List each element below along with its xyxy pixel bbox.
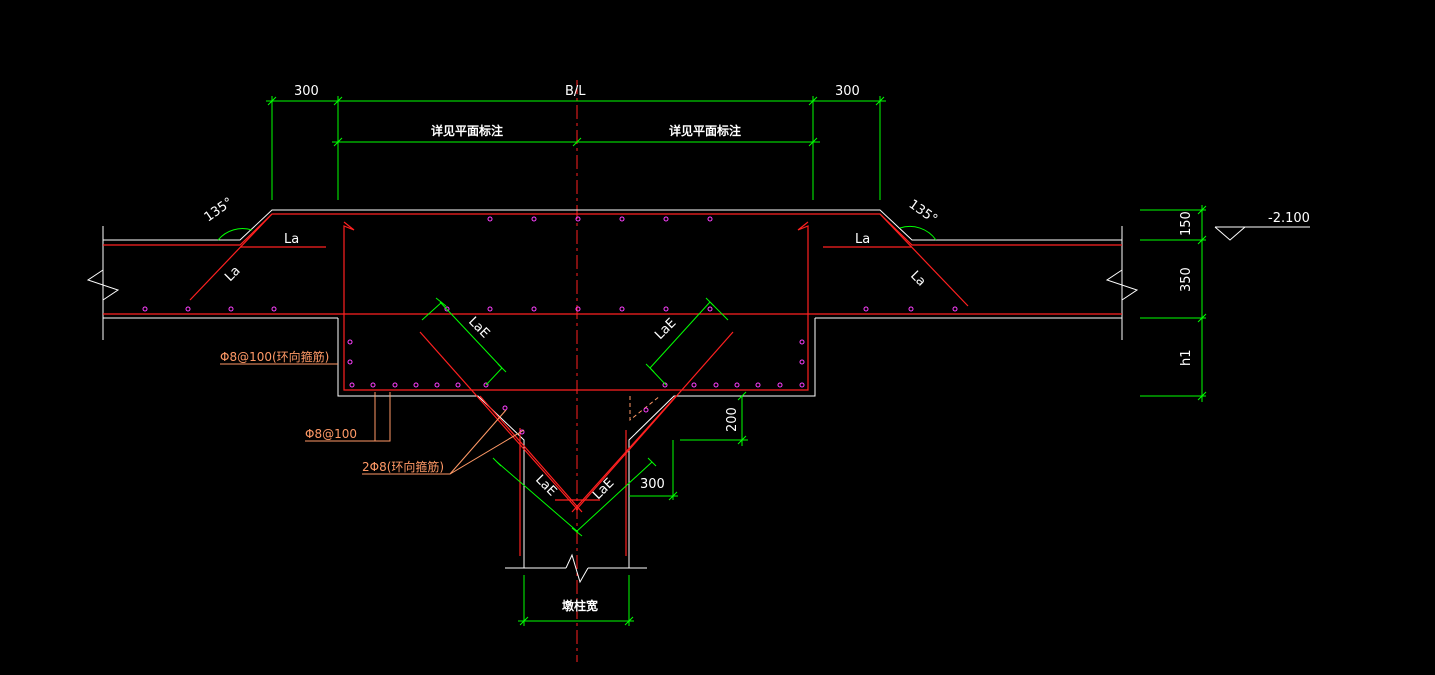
note-right: 详见平面标注 bbox=[669, 123, 741, 138]
note-left: 详见平面标注 bbox=[431, 123, 503, 138]
rebar-lines bbox=[103, 213, 1122, 556]
annotation-leaders bbox=[220, 363, 525, 475]
dim-label-300-left: 300 bbox=[294, 84, 319, 99]
dim-label-300-right: 300 bbox=[835, 84, 860, 99]
la-label-right-d: La bbox=[907, 268, 928, 289]
dim-label-300-low: 300 bbox=[640, 477, 665, 492]
break-symbol-bottom bbox=[565, 553, 589, 584]
break-symbol-left bbox=[86, 269, 120, 301]
break-symbol-right bbox=[1105, 269, 1139, 301]
elev-label-150: 150 bbox=[1179, 211, 1194, 236]
pier-width-label: 墩柱宽 bbox=[562, 598, 598, 613]
elevation-marker bbox=[1214, 226, 1310, 241]
angle-label-left: 135° bbox=[202, 195, 236, 225]
lae-label-lower-right: LaE bbox=[590, 476, 617, 503]
lae-label-upper-left: LaE bbox=[465, 314, 492, 341]
dim-label-200: 200 bbox=[725, 407, 740, 432]
rebar-dashed bbox=[629, 395, 661, 422]
la-label-right-h: La bbox=[855, 232, 870, 247]
elev-label-350: 350 bbox=[1179, 267, 1194, 292]
bar-note: Φ8@100 bbox=[305, 427, 357, 441]
angle-label-right: 135° bbox=[906, 197, 940, 227]
dimension-lines bbox=[217, 96, 1207, 626]
elev-label-h1: h1 bbox=[1179, 349, 1194, 366]
ring-note: 2Φ8(环向箍筋) bbox=[362, 459, 444, 474]
stirrup-note: Φ8@100(环向箍筋) bbox=[220, 349, 329, 364]
rebar-dots bbox=[142, 216, 958, 435]
la-label-left-d: La bbox=[222, 263, 243, 284]
concrete-outline bbox=[102, 209, 1123, 569]
la-label-left-h: La bbox=[284, 232, 299, 247]
dim-label-bl: B/L bbox=[565, 84, 586, 99]
elevation-label: -2.100 bbox=[1268, 211, 1310, 226]
lae-label-upper-right: LaE bbox=[652, 316, 679, 343]
